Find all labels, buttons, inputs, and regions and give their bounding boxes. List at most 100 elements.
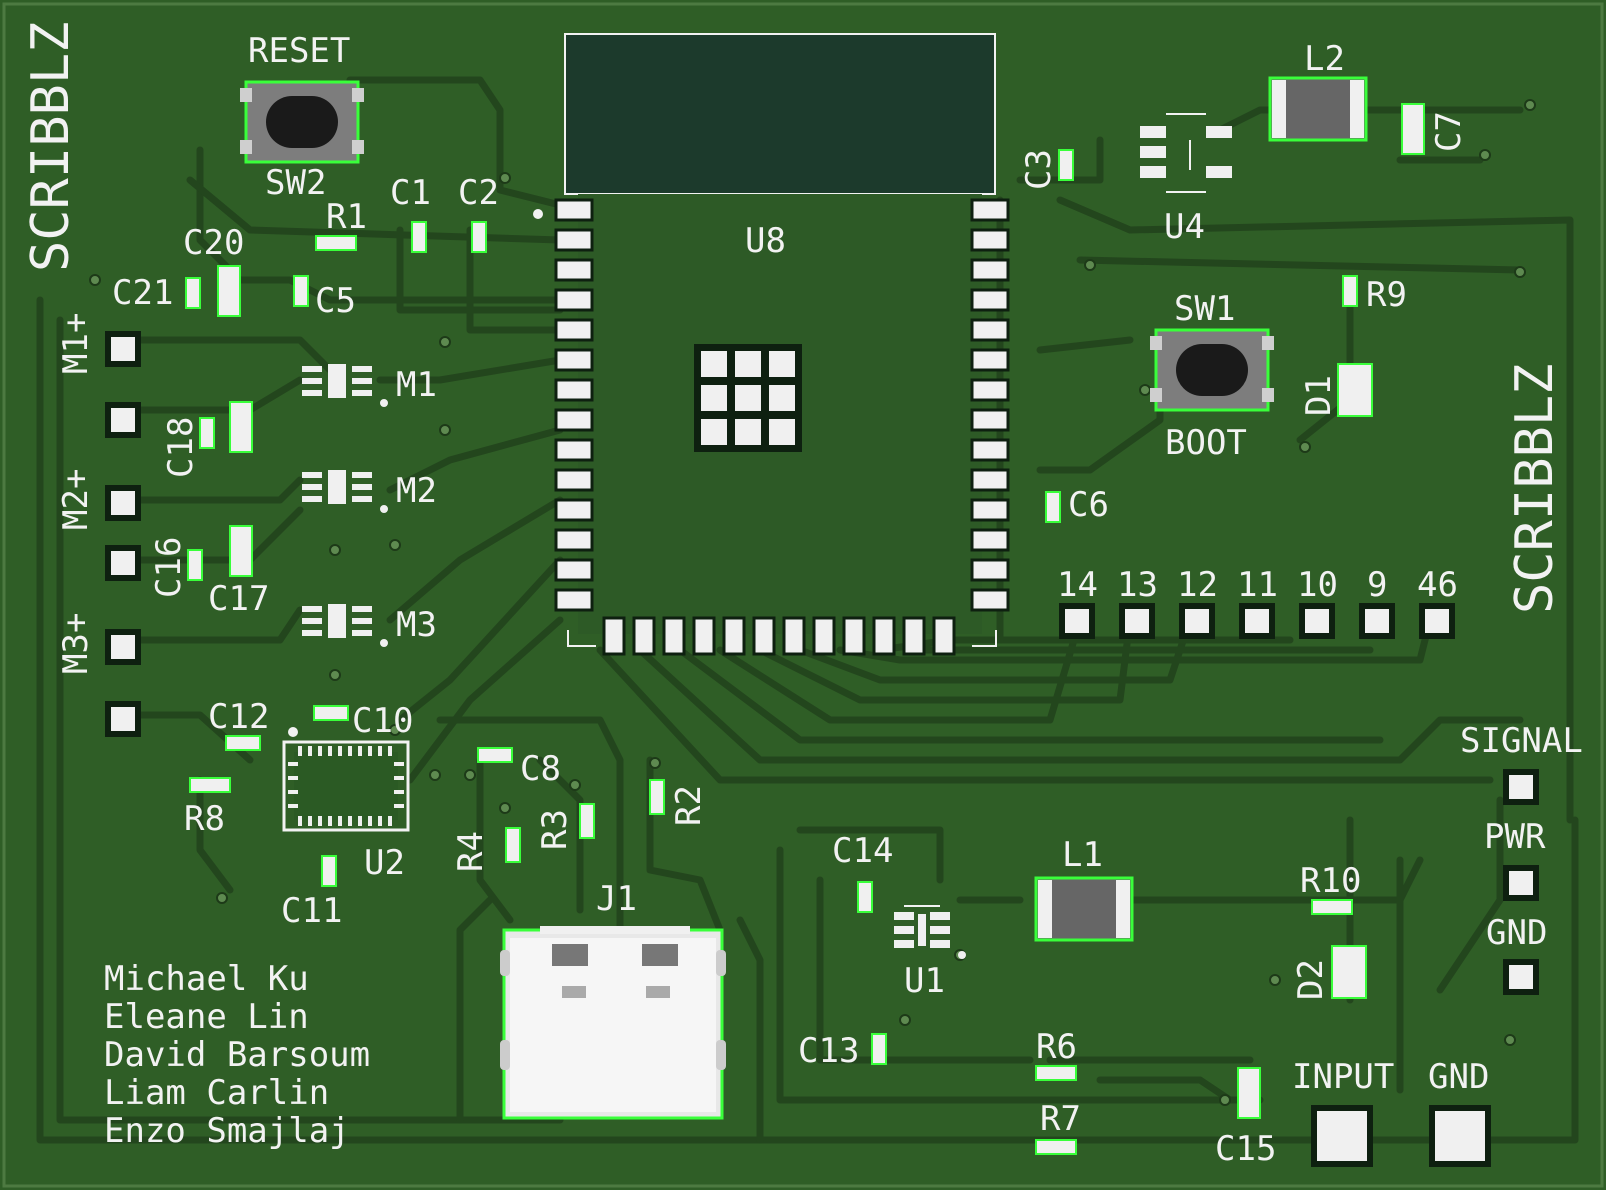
copper-traces	[36, 76, 1579, 1144]
label-c16: C16	[149, 537, 189, 598]
pin-pad-14	[1059, 603, 1095, 639]
j1-usb-c-connector	[500, 926, 726, 1120]
pin-label: 14	[1057, 565, 1098, 605]
gnd-pad-small	[1503, 959, 1539, 995]
pin-pad-12	[1179, 603, 1215, 639]
label-d1: D1	[1299, 375, 1339, 416]
pin-label: 10	[1297, 565, 1338, 605]
label-c15: C15	[1215, 1129, 1276, 1169]
label-reset: RESET	[248, 31, 350, 71]
pin-pad-10	[1299, 603, 1335, 639]
label-c13: C13	[798, 1031, 859, 1071]
sw2-reset-button	[240, 80, 364, 164]
label-r7: R7	[1040, 1099, 1081, 1139]
credit-line: Liam Carlin	[104, 1073, 329, 1113]
label-r1: R1	[326, 197, 367, 237]
label-r2: R2	[669, 785, 709, 826]
u8-right-pads	[970, 198, 1010, 612]
u4-regulator	[1140, 113, 1232, 193]
label-c8: C8	[520, 749, 561, 789]
label-r6: R6	[1036, 1027, 1077, 1067]
l1-inductor	[1034, 876, 1134, 942]
credit-line: Eleane Lin	[104, 997, 309, 1037]
label-c7: C7	[1429, 111, 1469, 152]
label-gnd-bottom: GND	[1428, 1057, 1489, 1097]
label-c5: C5	[315, 281, 356, 321]
label-m2-plus: M2+	[56, 469, 96, 530]
passive-components	[185, 103, 1425, 1155]
label-sw2: SW2	[265, 163, 326, 203]
label-l1: L1	[1062, 835, 1103, 875]
m2-plus-pad	[105, 485, 141, 521]
label-u4: U4	[1164, 207, 1205, 247]
m2-minus-pad	[105, 545, 141, 581]
pin-label: 13	[1117, 565, 1158, 605]
u8-corner-marks	[567, 630, 997, 647]
credit-line: David Barsoum	[104, 1035, 370, 1075]
label-r3: R3	[535, 809, 575, 850]
label-u2: U2	[364, 843, 405, 883]
label-m3: M3	[396, 605, 437, 645]
label-d2: D2	[1291, 959, 1331, 1000]
pin-pad-11	[1239, 603, 1275, 639]
pin-pad-13	[1119, 603, 1155, 639]
pin-pad-9	[1359, 603, 1395, 639]
u1-chip	[894, 905, 966, 959]
pwr-pad	[1503, 865, 1539, 901]
m3-minus-pad	[105, 701, 141, 737]
m3-plus-pad	[105, 629, 141, 665]
label-c10: C10	[352, 701, 413, 741]
u8-module	[533, 33, 1010, 656]
label-m2: M2	[396, 471, 437, 511]
label-r10: R10	[1300, 861, 1361, 901]
label-l2: L2	[1304, 39, 1345, 79]
label-c6: C6	[1068, 485, 1109, 525]
label-j1: J1	[596, 879, 637, 919]
label-c20: C20	[183, 223, 244, 263]
label-c18: C18	[161, 417, 201, 478]
pin-pad-46	[1419, 603, 1455, 639]
sw1-boot-button	[1150, 328, 1274, 412]
m1-minus-pad	[105, 402, 141, 438]
label-c2: C2	[458, 173, 499, 213]
label-sw1: SW1	[1174, 289, 1235, 329]
label-pwr: PWR	[1484, 817, 1546, 857]
u8-thermal-pad	[694, 344, 802, 452]
credit-line: Michael Ku	[104, 959, 309, 999]
label-r4: R4	[451, 831, 491, 872]
label-u8: U8	[745, 221, 786, 261]
m1-plus-pad	[105, 331, 141, 367]
label-boot: BOOT	[1165, 423, 1247, 463]
u8-left-pads	[554, 198, 594, 612]
u8-bottom-pads	[602, 616, 956, 656]
label-c14: C14	[832, 831, 893, 871]
label-c1: C1	[390, 173, 431, 213]
vias	[89, 99, 1536, 1106]
gnd-pad-large	[1429, 1105, 1491, 1167]
l2-inductor	[1268, 76, 1368, 142]
label-c3: C3	[1019, 149, 1059, 190]
pin-label: 11	[1237, 565, 1278, 605]
u8-pin1-dot	[533, 209, 543, 219]
brand-right: SCRIBBLZ	[1505, 364, 1565, 614]
label-c11: C11	[281, 891, 342, 931]
label-input: INPUT	[1292, 1057, 1394, 1097]
pin-label: 9	[1367, 565, 1387, 605]
brand-left: SCRIBBLZ	[21, 22, 81, 272]
label-c21: C21	[112, 273, 173, 313]
credit-line: Enzo Smajlaj	[104, 1111, 350, 1151]
signal-pad	[1503, 769, 1539, 805]
pin-label: 12	[1177, 565, 1218, 605]
label-c12: C12	[208, 697, 269, 737]
input-pad	[1311, 1105, 1373, 1167]
label-signal: SIGNAL	[1460, 721, 1583, 761]
label-r9: R9	[1366, 275, 1407, 315]
u8-antenna-keepout	[564, 33, 996, 195]
motor-driver-footprints	[302, 364, 388, 647]
label-m1-plus: M1+	[56, 313, 96, 374]
label-gnd-top: GND	[1486, 913, 1547, 953]
label-m3-plus: M3+	[56, 613, 96, 674]
label-u1: U1	[904, 961, 945, 1001]
